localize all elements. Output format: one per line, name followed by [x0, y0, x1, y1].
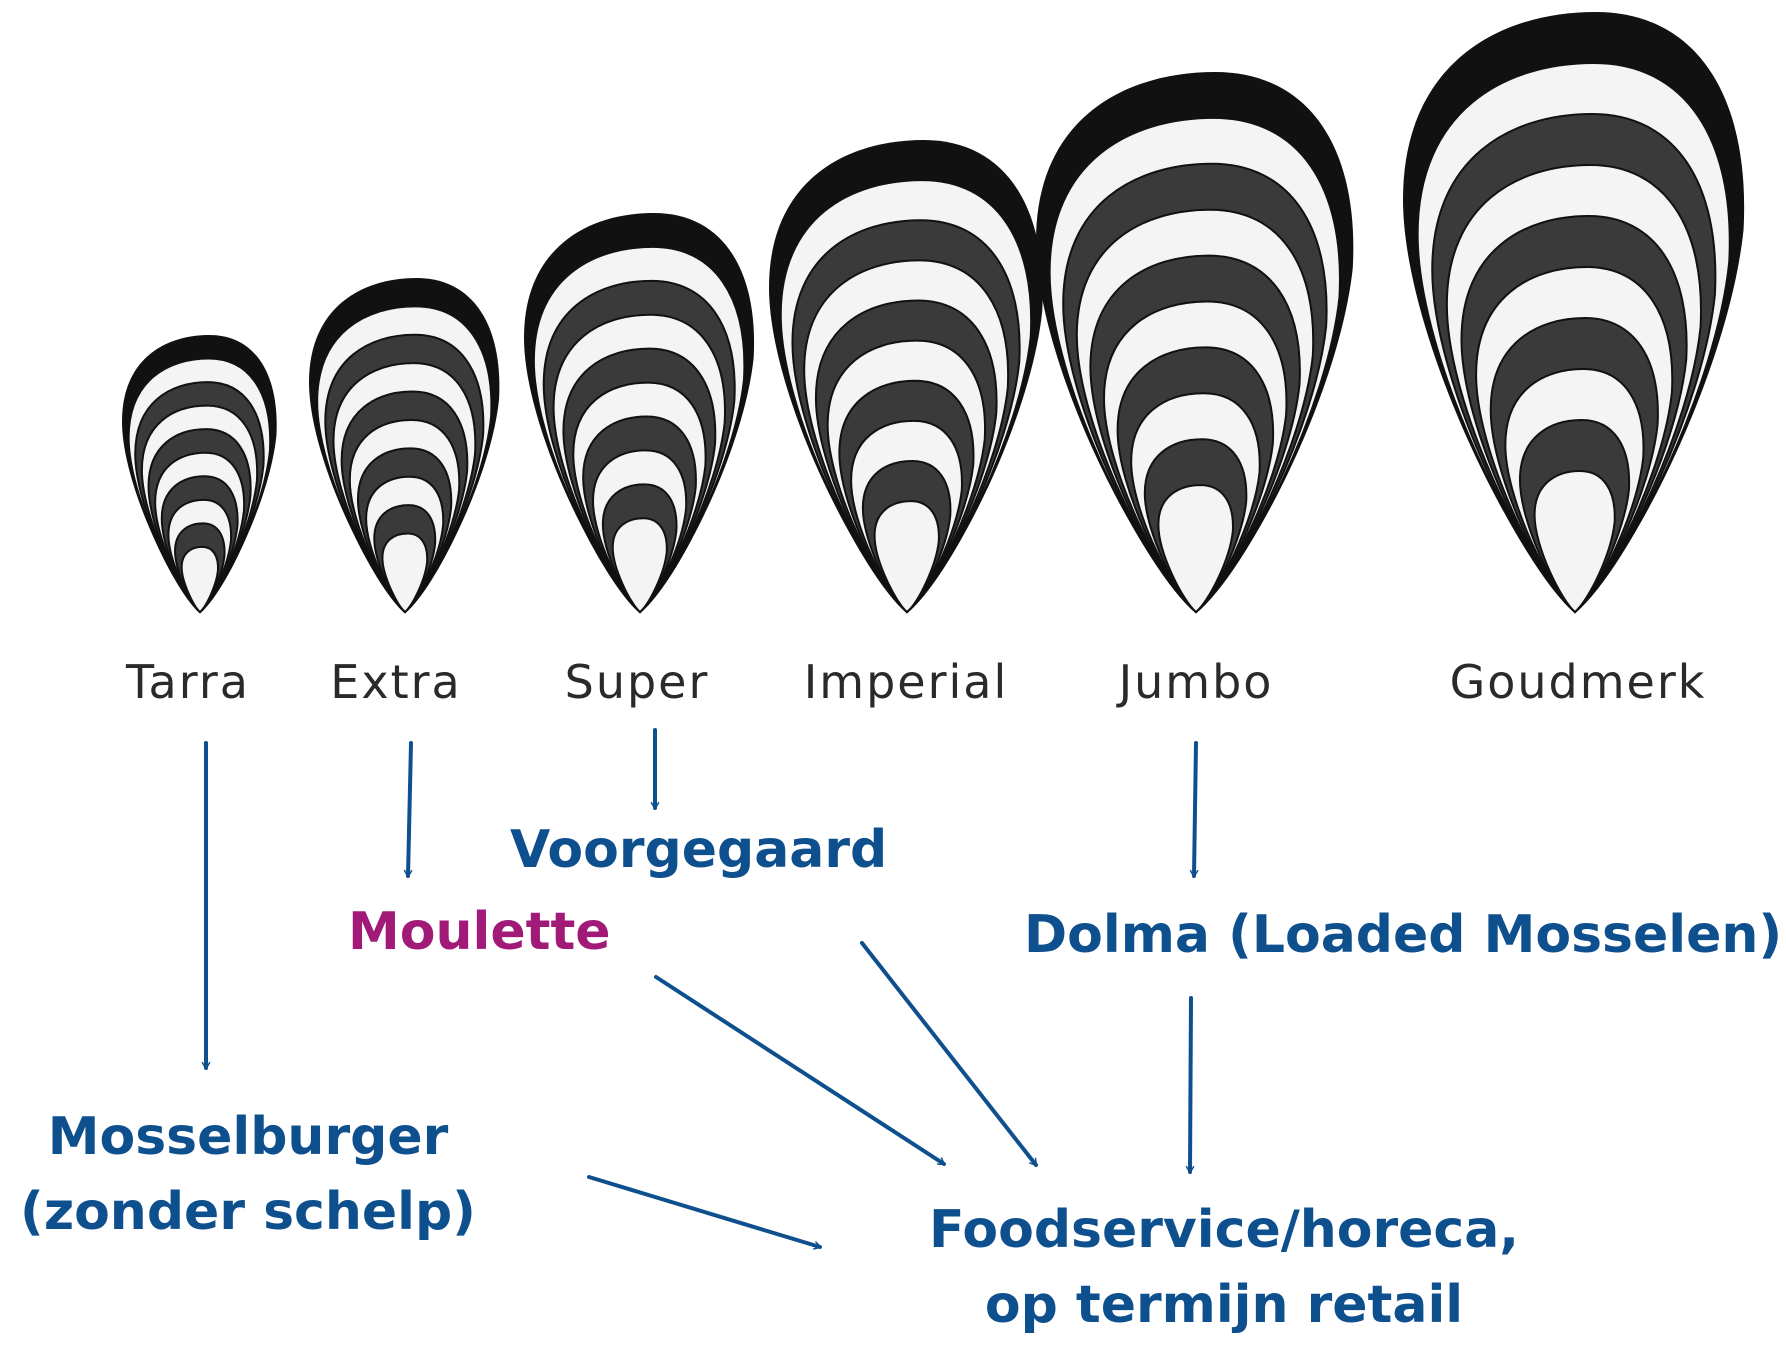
size-label-jumbo: Jumbo	[1119, 655, 1274, 709]
product-foodservice-line1: Foodservice/horeca,	[929, 1193, 1519, 1268]
shell-growth-ring	[613, 518, 667, 612]
size-label-goudmerk: Goudmerk	[1450, 655, 1707, 709]
mussel-shell-imperial	[769, 140, 1043, 612]
arrow-extra-to-moulette	[408, 743, 411, 876]
size-label-imperial: Imperial	[804, 655, 1009, 709]
product-dolma: Dolma (Loaded Mosselen)	[1024, 905, 1782, 965]
arrow-voorgegaard-to-foodservice	[862, 943, 1036, 1165]
arrow-moulette-to-foodservice	[656, 977, 944, 1164]
shell-growth-ring	[1158, 485, 1233, 612]
arrow-dolma-to-foodservice	[1190, 998, 1191, 1172]
arrow-mosselburger-to-foodservice	[589, 1177, 820, 1247]
product-mosselburger-line2: (zonder schelp)	[20, 1175, 476, 1250]
shell-growth-ring	[182, 547, 218, 612]
product-mosselburger: Mosselburger (zonder schelp)	[20, 1100, 476, 1251]
size-label-tarra: Tarra	[126, 655, 250, 709]
size-label-super: Super	[565, 655, 710, 709]
shell-growth-ring	[1535, 471, 1615, 612]
arrow-jumbo-to-dolma	[1194, 743, 1196, 876]
product-moulette: Moulette	[348, 902, 611, 962]
mussel-shell-tarra	[122, 335, 277, 612]
mussel-shell-goudmerk	[1403, 12, 1744, 612]
shell-growth-ring	[382, 534, 427, 612]
mussel-shell-jumbo	[1036, 72, 1353, 612]
product-voorgegaard: Voorgegaard	[510, 820, 887, 880]
product-foodservice-line2: op termijn retail	[929, 1268, 1519, 1343]
mussel-shell-super	[524, 213, 754, 612]
size-label-extra: Extra	[330, 655, 461, 709]
product-foodservice: Foodservice/horeca, op termijn retail	[929, 1193, 1519, 1344]
product-mosselburger-line1: Mosselburger	[20, 1100, 476, 1175]
mussel-shell-extra	[309, 278, 499, 612]
shell-growth-ring	[875, 501, 939, 612]
mussel-shells	[122, 12, 1744, 612]
